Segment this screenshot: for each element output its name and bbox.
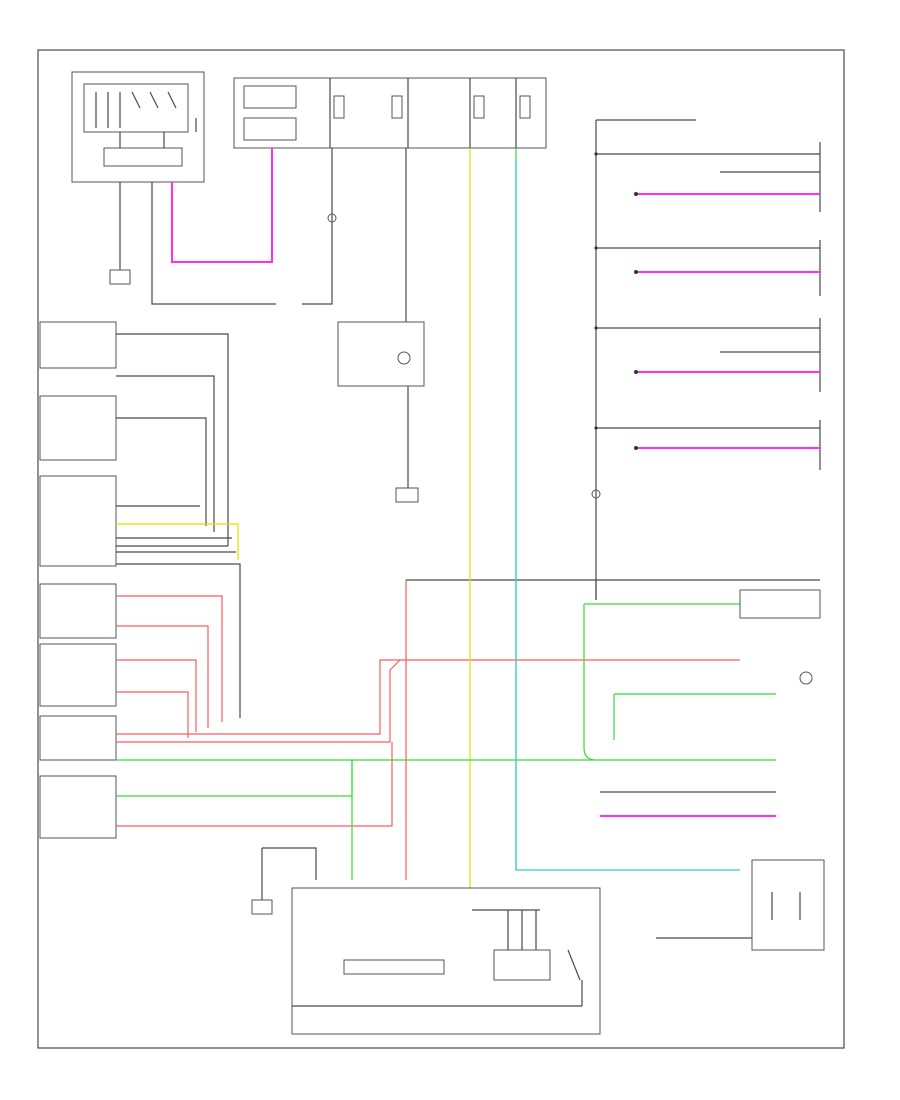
center-module: [337, 321, 425, 503]
pink-wire-ignition: [171, 148, 273, 263]
cyan-wire: [515, 160, 740, 871]
bottom-ground-block: [251, 847, 601, 1035]
diagram-frame: [37, 49, 845, 1049]
ignition-switch-block: [71, 71, 205, 183]
right-switch-column: [591, 119, 821, 600]
red-wire-left: [116, 595, 223, 722]
left-connector-stack: [39, 321, 241, 839]
fuse-box: [233, 77, 547, 149]
right-lower-connectors: [656, 589, 825, 951]
